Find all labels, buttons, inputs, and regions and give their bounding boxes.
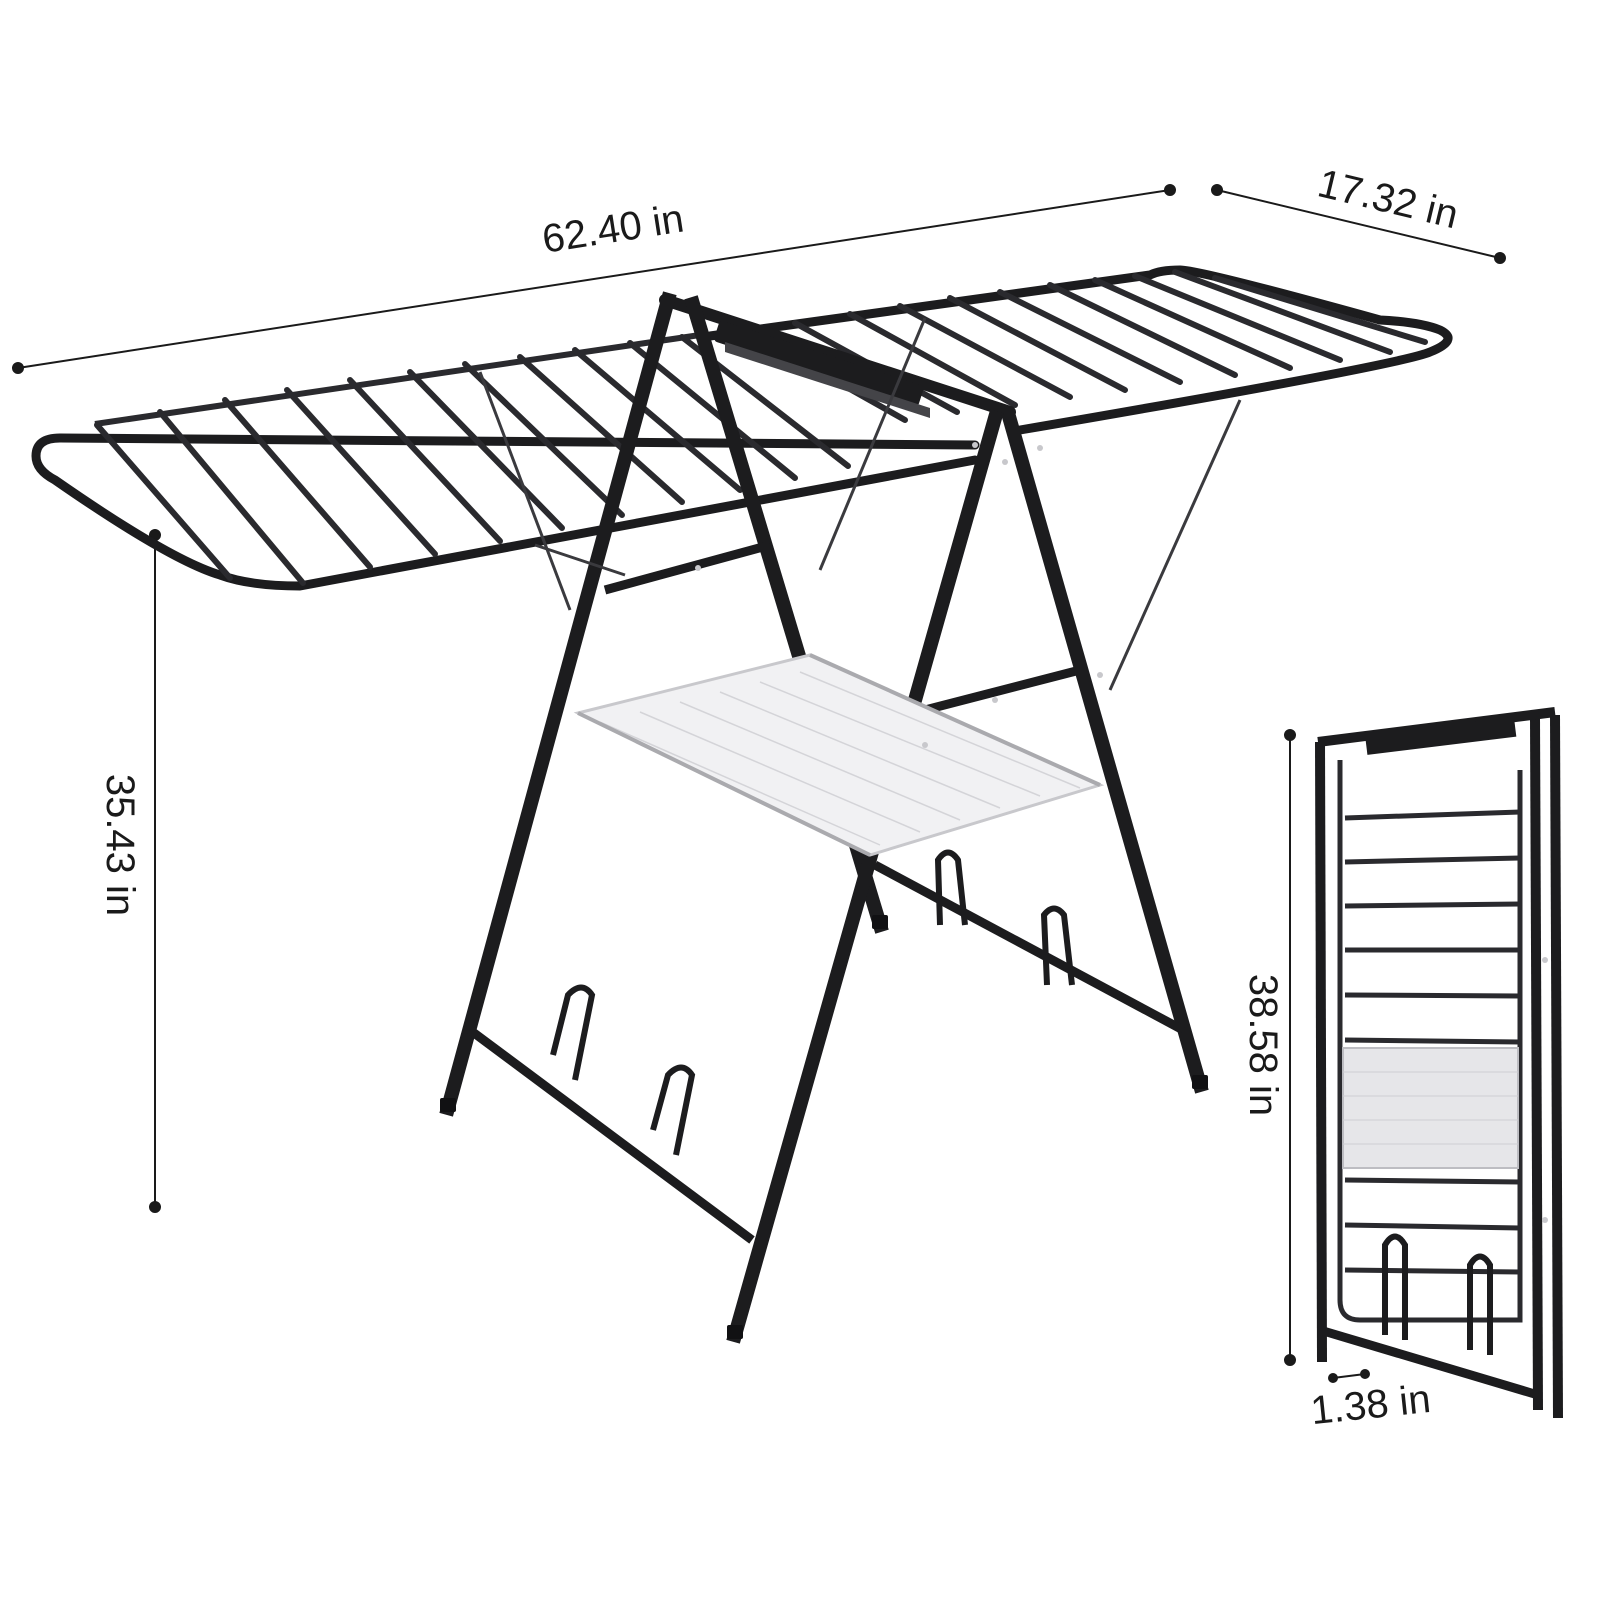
front-left-leg — [439, 291, 677, 1117]
depth-dimension-line — [1216, 189, 1501, 259]
folded-thickness-label: 1.38 in — [1309, 1377, 1433, 1433]
depth-dimension-endpoint — [1494, 252, 1506, 264]
folded-clip-bar — [1365, 716, 1517, 755]
left-wing-back-bar — [94, 332, 701, 427]
wing-support-wires — [478, 317, 1242, 691]
folded-thickness-dimension-endpoint — [1360, 1369, 1370, 1379]
length-dimension-line — [17, 189, 1171, 369]
folded-rails — [1344, 809, 1521, 1275]
cross-bars — [467, 540, 1186, 1244]
right-wing-frame — [705, 265, 1453, 435]
folded-mesh — [1342, 1047, 1519, 1169]
dimension-lines — [12, 184, 1506, 1383]
folded-height-label: 38.58 in — [1241, 974, 1285, 1116]
folded-bottom-bar — [1318, 1325, 1540, 1400]
height-dimension-endpoint — [149, 1201, 161, 1213]
depth-dimension-endpoint — [1211, 184, 1223, 196]
length-label: 62.40 in — [539, 197, 686, 262]
folded-uprights — [1315, 714, 1563, 1419]
leg-feet — [440, 915, 1208, 1339]
front-right-leg — [726, 409, 1004, 1344]
right-wing-rails — [742, 269, 1428, 423]
mesh-shelf — [573, 653, 1105, 857]
hinge-screws — [695, 442, 1103, 748]
folded-rack — [1315, 707, 1563, 1419]
folded-thickness-dimension-line — [1332, 1373, 1366, 1379]
folded-height-dimension-endpoint — [1284, 1354, 1296, 1366]
length-dimension-endpoint — [12, 362, 24, 374]
unfolded-rack — [31, 265, 1453, 1344]
folded-inner-frame — [1337, 760, 1523, 1323]
length-dimension-endpoint — [1164, 184, 1176, 196]
folded-shoe-hooks — [1382, 1233, 1493, 1355]
left-wing-frame — [31, 433, 980, 591]
shoe-hooks — [550, 849, 1075, 1156]
folded-screws — [1542, 957, 1548, 1223]
depth-label: 17.32 in — [1314, 161, 1463, 237]
folded-thickness-dimension-endpoint — [1328, 1373, 1338, 1383]
height-label: 35.43 in — [98, 774, 142, 916]
folded-height-dimension-endpoint — [1284, 729, 1296, 741]
back-right-leg — [1001, 411, 1209, 1094]
top-header-bar — [659, 294, 1016, 418]
